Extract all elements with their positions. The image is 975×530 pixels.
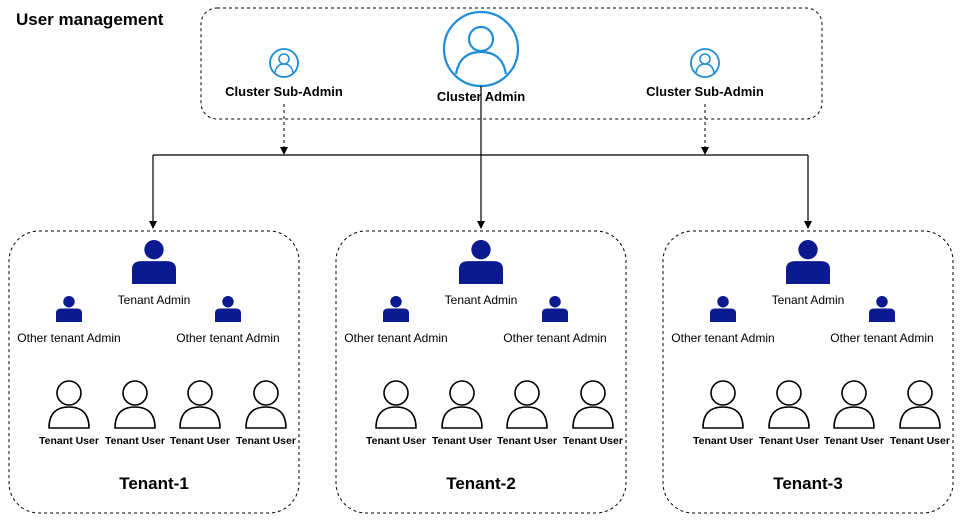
tenant-user-icon <box>702 380 744 429</box>
tenant-admin-icon <box>132 240 176 284</box>
tenant-admin-icon <box>786 240 830 284</box>
tenant-name-label: Tenant-3 <box>773 474 843 493</box>
other-tenant-admin-label: Other tenant Admin <box>176 331 279 345</box>
tenant-container <box>335 230 627 514</box>
tenant-user-label: Tenant User <box>105 435 165 447</box>
tenant-user-label: Tenant User <box>432 435 492 447</box>
tenant-container <box>662 230 954 514</box>
tenant-user-label: Tenant User <box>366 435 426 447</box>
other-tenant-admin-icon <box>710 296 736 322</box>
other-tenant-admin-label: Other tenant Admin <box>503 331 606 345</box>
tenant-name-label: Tenant-2 <box>446 474 516 493</box>
user-circle-icon <box>269 48 299 78</box>
tenant-user-icon <box>441 380 483 429</box>
tenant-user-label: Tenant User <box>693 435 753 447</box>
cluster-sub-admin-right-label: Cluster Sub-Admin <box>646 84 764 99</box>
user-circle-icon <box>690 48 720 78</box>
tenant-user-icon <box>833 380 875 429</box>
tenant-user-icon <box>375 380 417 429</box>
tenant-container <box>8 230 300 514</box>
other-tenant-admin-label: Other tenant Admin <box>17 331 120 345</box>
other-tenant-admin-icon <box>542 296 568 322</box>
tenant-user-icon <box>899 380 941 429</box>
other-tenant-admin-label: Other tenant Admin <box>830 331 933 345</box>
other-tenant-admin-label: Other tenant Admin <box>344 331 447 345</box>
tenant-user-icon <box>179 380 221 429</box>
tenant-user-label: Tenant User <box>890 435 950 447</box>
tenant-user-label: Tenant User <box>170 435 230 447</box>
tenant-user-icon <box>48 380 90 429</box>
tenant-admin-label: Tenant Admin <box>772 293 845 307</box>
other-tenant-admin-icon <box>56 296 82 322</box>
tenant-user-icon <box>506 380 548 429</box>
other-tenant-admin-icon <box>869 296 895 322</box>
user-circle-icon <box>442 10 520 88</box>
tenant-user-icon <box>114 380 156 429</box>
tenant-admin-icon <box>459 240 503 284</box>
cluster-sub-admin-right-node[interactable]: Cluster Sub-Admin <box>646 48 764 99</box>
tenant-user-label: Tenant User <box>236 435 296 447</box>
tenant-admin-label: Tenant Admin <box>445 293 518 307</box>
cluster-container <box>200 7 823 120</box>
tenant-admin-label: Tenant Admin <box>118 293 191 307</box>
tenant-user-icon <box>245 380 287 429</box>
cluster-admin-node[interactable]: Cluster Admin <box>437 10 525 104</box>
cluster-sub-admin-left-node[interactable]: Cluster Sub-Admin <box>225 48 343 99</box>
other-tenant-admin-icon <box>215 296 241 322</box>
tenant-user-icon <box>572 380 614 429</box>
tenant-user-label: Tenant User <box>497 435 557 447</box>
tenant-user-label: Tenant User <box>824 435 884 447</box>
tenant-user-icon <box>768 380 810 429</box>
tenant-user-label: Tenant User <box>39 435 99 447</box>
cluster-sub-admin-left-label: Cluster Sub-Admin <box>225 84 343 99</box>
page-title: User management <box>16 10 164 29</box>
other-tenant-admin-label: Other tenant Admin <box>671 331 774 345</box>
tenant-user-label: Tenant User <box>759 435 819 447</box>
other-tenant-admin-icon <box>383 296 409 322</box>
tenant-user-label: Tenant User <box>563 435 623 447</box>
tenant-name-label: Tenant-1 <box>119 474 189 493</box>
